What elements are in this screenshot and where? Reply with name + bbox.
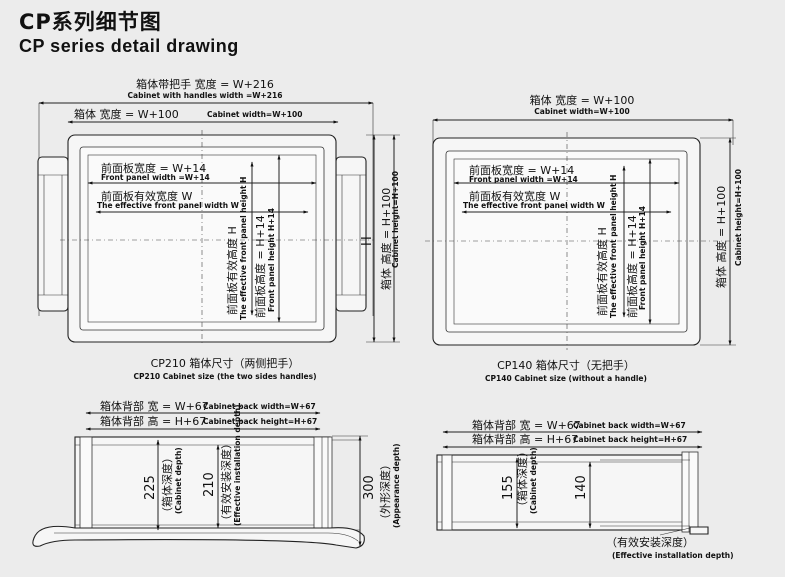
page-title-cn: CP系列细节图 xyxy=(19,10,162,34)
side210-app-cn: （外形深度） xyxy=(378,459,392,525)
side210-eff-cn: （有效安装深度） xyxy=(219,438,233,526)
cp210-cab-h-en: Cabinet height=H+100 xyxy=(391,171,400,268)
side210-eff-en: (Effective installation depth) xyxy=(233,404,242,526)
cp210-caption-cn: CP210 箱体尺寸（两侧把手） xyxy=(151,356,300,370)
cp140-cab-width-en: Cabinet width=W+100 xyxy=(534,107,629,116)
cp140-eff-w-cn: 前面板有效宽度 W xyxy=(469,189,560,203)
cp140-cab-h-en: Cabinet height=H+100 xyxy=(734,169,743,266)
cp140-front-h-cn: 前面板高度 = H+14 xyxy=(625,215,639,318)
cp140-side-view: 箱体背部 宽 = W+67 Cabinet back width=W+67 箱体… xyxy=(436,418,734,560)
side210-app-en: (Appearance depth) xyxy=(392,443,401,528)
cp210-front-h-cn: 前面板高度 = H+14 xyxy=(253,215,267,318)
cp210-h-label: H xyxy=(360,236,375,246)
cp140-front-view: 箱体 宽度 = W+100 Cabinet width=W+100 前面板宽度 … xyxy=(425,93,743,383)
side140-depth-val: 155 xyxy=(501,475,516,500)
cp140-front-h-en: Front panel height H+14 xyxy=(638,206,647,310)
cp140-caption-en: CP140 Cabinet size (without a handle) xyxy=(485,374,647,383)
side140-depth-cn: （箱体深度） xyxy=(515,446,529,512)
side210-depth-en: (Cabinet depth) xyxy=(174,447,183,514)
side140-eff-val: 140 xyxy=(574,475,589,500)
cp210-eff-h-en: The effective front panel height H xyxy=(239,177,248,320)
side210-back-h-cn: 箱体背部 高 = H+67 xyxy=(100,414,206,428)
cp140-front-panel xyxy=(445,150,688,333)
cp140-eff-h-en: The effective front panel height H xyxy=(609,175,618,318)
side140-eff-cn: （有效安装深度） xyxy=(606,535,694,549)
cp140-eff-w-en: The effective front panel width W xyxy=(463,201,606,210)
cp210-side-body xyxy=(74,436,331,534)
cp210-handle-width-cn: 箱体带把手 宽度 = W+216 xyxy=(136,77,274,91)
cp210-handle-width-en: Cabinet with handles width =W+216 xyxy=(128,91,283,100)
cp140-front-w-cn: 前面板宽度 = W+14 xyxy=(469,163,574,177)
side140-back-h-en: Cabinet back height=H+67 xyxy=(573,435,687,444)
cp140-caption-cn: CP140 箱体尺寸（无把手） xyxy=(497,358,635,372)
cp210-front-w-cn: 前面板宽度 = W+14 xyxy=(101,161,206,175)
side210-app-val: 300 xyxy=(362,475,377,500)
side140-back-w-cn: 箱体背部 宽 = W+67 xyxy=(472,418,581,432)
side210-back-h-en: Cabinet back height=H+67 xyxy=(203,417,317,426)
side140-back-w-en: Cabinet back width=W+67 xyxy=(573,421,686,430)
cp140-cab-width-cn: 箱体 宽度 = W+100 xyxy=(530,93,635,107)
side140-depth-en: (Cabinet depth) xyxy=(529,447,538,514)
cp210-cab-width-cn: 箱体 宽度 = W+100 xyxy=(74,107,179,121)
right-handle xyxy=(335,156,367,312)
side210-depth-cn: （箱体深度） xyxy=(160,452,174,518)
cp210-side-view: 箱体背部 宽 = W+67 Cabinet back width=W+67 箱体… xyxy=(32,399,401,549)
cp140-side-body xyxy=(436,454,694,531)
side140-eff-en: (Effective installation depth) xyxy=(612,551,734,560)
page-title-en: CP series detail drawing xyxy=(19,36,239,56)
cp210-cab-h-cn: 箱体 高度 = H+100 xyxy=(379,188,393,290)
side140-back-h-cn: 箱体背部 高 = H+67 xyxy=(472,432,578,446)
cp210-front-h-en: Front panel height H+14 xyxy=(267,208,276,312)
cp210-front-w-en: Front panel width =W+14 xyxy=(101,173,210,182)
side210-back-w-en: Cabinet back width=W+67 xyxy=(203,402,316,411)
cp210-caption-en: CP210 Cabinet size (the two sides handle… xyxy=(133,372,316,381)
cp210-side-handle xyxy=(32,525,365,549)
cp140-eff-h-cn: 前面板有效高度 H xyxy=(595,227,609,316)
cp210-front-view: 箱体带把手 宽度 = W+216 Cabinet with handles wi… xyxy=(37,77,400,381)
side210-back-w-cn: 箱体背部 宽 = W+67 xyxy=(100,399,209,413)
side210-depth-val: 225 xyxy=(143,475,158,500)
side210-eff-val: 210 xyxy=(202,472,217,497)
cp140-cab-h-cn: 箱体 高度 = H+100 xyxy=(714,186,728,288)
cp140-front-w-en: Front panel width =W+14 xyxy=(469,175,578,184)
left-handle xyxy=(37,156,69,312)
cp210-eff-h-cn: 前面板有效高度 H xyxy=(225,226,239,315)
cp210-eff-w-cn: 前面板有效宽度 W xyxy=(101,189,192,203)
cp210-cab-width-en: Cabinet width=W+100 xyxy=(207,110,302,119)
cp210-eff-w-en: The effective front panel width W xyxy=(97,201,240,210)
